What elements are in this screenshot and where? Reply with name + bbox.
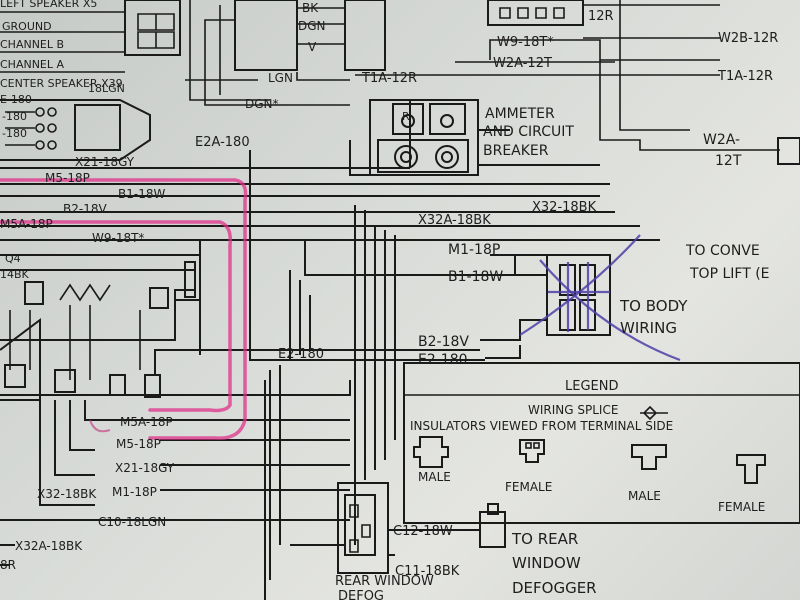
label-m1-18p: M1-18P [448,242,500,258]
speaker-connector-block [124,0,181,56]
label-dgn-star: DGN* [245,97,279,111]
label-x32a-18bk: X32A-18BK [418,213,491,228]
label-x32a-18bk-bottom: X32A-18BK [15,539,83,553]
label-c11-18bk: C11-18BK [395,564,460,579]
label-e2a-180: E2A-180 [195,135,250,150]
label-dgn: DGN [298,19,326,33]
pen-cross-mark [519,234,681,362]
radio-connector [234,0,298,71]
female-insulator-large-icon [736,454,766,484]
left-fuse-block [0,99,151,161]
label-m5a-18p-bottom: M5A-18P [120,415,173,429]
highlighter-marks [0,178,248,440]
label-defogger: DEFOGGER [512,579,597,597]
label-x32-18bk-bottom: X32-18BK [37,487,97,501]
rear-window-defogger-connector [337,482,389,574]
label-to-convertible-2: TOP LIFT (E [689,266,770,282]
label-v: V [308,40,317,54]
ammeter-circuit-breaker [369,99,479,176]
label-defog-cut: DEFOG [338,589,384,600]
label-12t-right: 12T [715,153,742,169]
label-t1a-12r: T1A-12R [361,71,417,86]
body-wiring-connector [546,254,611,336]
label-to-body: TO BODY [619,297,688,315]
label-b1-18w: B1-18W [118,187,165,201]
top-right-connector [487,0,584,26]
male-insulator-icon [413,436,449,468]
diagram-labels: LEFT SPEAKER X5 GROUND CHANNEL B CHANNEL… [0,0,778,600]
label-e2-180-mid: E2-180 [278,347,324,362]
legend-insulators: INSULATORS VIEWED FROM TERMINAL SIDE [410,419,673,433]
label-breaker: BREAKER [483,143,549,159]
legend-female-2: FEMALE [718,500,765,514]
label-channel-b: CHANNEL B [0,38,64,51]
legend-male-1: MALE [418,470,451,484]
label-to-convertible-1: TO CONVE [685,243,760,259]
label-b1-18w-right: B1-18W [448,269,503,285]
label-c12-18w: C12-18W [393,524,453,539]
legend-female-1: FEMALE [505,480,552,494]
legend-title: LEGEND [565,379,618,394]
label-bk: BK [302,1,319,15]
label-m5a-18p: M5A-18P [0,217,53,231]
label-t1a-12r-right: T1A-12R [717,69,773,84]
label-m1-18p-bottom: M1-18P [112,485,157,499]
label-e2-180-right: E2-180 [418,352,468,368]
label-rear-window: REAR WINDOW [335,574,434,589]
label-8r: 8R [0,558,16,572]
label-b2-18v-right: B2-18V [418,334,469,350]
label-window: WINDOW [512,554,581,572]
label-cb-r: R [402,110,410,123]
label-e180-top: E-180 [0,93,32,106]
label-x21-18gy: X21-18GY [75,155,135,169]
label-m5-18p: M5-18P [45,171,90,185]
label-12r: 12R [588,9,614,24]
label-channel-a: CHANNEL A [0,58,65,71]
label-w2b-12r: W2B-12R [718,31,778,46]
legend-male-2: MALE [628,489,661,503]
label-x21-18gy-bottom: X21-18GY [115,461,175,475]
label-and-circuit: AND CIRCUIT [483,124,574,140]
label-180-a: -180 [2,110,27,123]
label-q4: Q4 [5,252,21,265]
label-lgn: LGN [268,71,293,85]
label-center-speaker: CENTER SPEAKER X39 [0,77,123,90]
label-ground: GROUND [2,20,52,33]
label-left-speaker: LEFT SPEAKER X5 [0,0,97,10]
label-x32-18bk: X32-18BK [532,200,597,215]
label-180-b: -180 [2,127,27,140]
legend-box [403,362,800,524]
male-insulator-large-icon [631,444,667,470]
label-ammeter: AMMETER [485,106,555,122]
label-b2-18v: B2-18V [63,202,107,216]
label-m5-18p-bottom: M5-18P [116,437,161,451]
label-w2a-12t: W2A-12T [493,56,552,71]
label-c10-18lgn: C10-18LGN [98,515,166,529]
label-w2a-right: W2A- [703,132,740,148]
label-wiring: WIRING [620,319,677,337]
legend-wiring-splice: WIRING SPLICE [528,403,618,417]
label-to-rear: TO REAR [511,530,578,548]
label-18lgn: 18LGN [88,82,125,95]
label-w9-18t: W9-18T* [497,35,554,50]
label-w9-18t-left: W9-18T* [92,231,144,245]
female-insulator-icon [519,439,545,463]
label-14bk: 14BK [0,268,30,281]
